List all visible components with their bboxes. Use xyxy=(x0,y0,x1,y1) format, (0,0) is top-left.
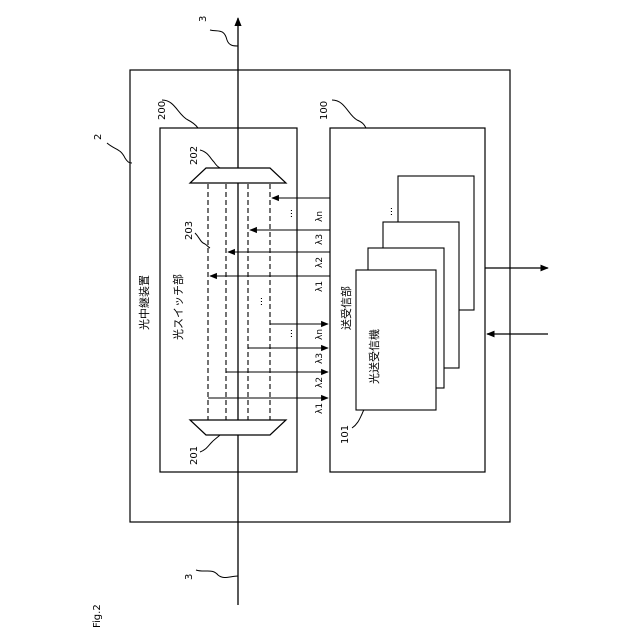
ref-apparatus: 2 xyxy=(93,134,104,140)
wavelength-label-lower-3: λ3 xyxy=(315,353,325,364)
wavelength-label-lower-2: λ2 xyxy=(315,377,325,388)
wavelength-label-upper-3: λ3 xyxy=(315,234,325,245)
ellipsis-upper: … xyxy=(285,209,295,218)
multiplexer xyxy=(190,168,286,183)
ref-fiber-bottom: 3 xyxy=(184,574,195,580)
wavelength-label-upper-2: λ2 xyxy=(315,257,325,268)
wavelength-label-upper-1: λ1 xyxy=(315,281,325,292)
wavelength-label-lower-1: λ1 xyxy=(315,403,325,414)
ellipsis-middle: … xyxy=(255,297,265,306)
wavelength-label-upper-n: λn xyxy=(315,211,325,222)
ref-transceiver-unit: 100 xyxy=(319,101,330,120)
ref-switch-unit: 200 xyxy=(157,101,168,120)
demultiplexer xyxy=(190,420,286,435)
wavelength-label-lower-n: λn xyxy=(315,329,325,340)
ref-apparatus-leader xyxy=(107,143,132,163)
ref-mux-leader xyxy=(200,150,220,168)
apparatus-label: 光中継装置 xyxy=(137,275,151,330)
ref-fiber-top: 3 xyxy=(198,16,209,22)
ellipsis-lower: … xyxy=(285,329,295,338)
ref-demux-leader xyxy=(200,435,220,452)
ref-demux: 201 xyxy=(189,446,200,465)
ref-fiber-top-leader xyxy=(210,30,238,46)
ref-transceiver-front: 101 xyxy=(340,425,351,444)
ref-fiber-bottom-leader xyxy=(196,570,238,578)
transceiver-label: 光送受信機 xyxy=(367,329,381,384)
ref-switch-paths: 203 xyxy=(184,221,195,240)
ellipsis-transceivers: … xyxy=(385,207,395,216)
switch-unit-label: 光スイッチ部 xyxy=(171,274,185,340)
ref-mux: 202 xyxy=(189,146,200,165)
figure-label: Fig.2 xyxy=(92,604,103,628)
ref-transceiver-unit-leader xyxy=(332,100,366,128)
transceiver-unit-label: 送受信部 xyxy=(339,286,353,330)
ref-transceiver-front-leader xyxy=(352,410,364,428)
